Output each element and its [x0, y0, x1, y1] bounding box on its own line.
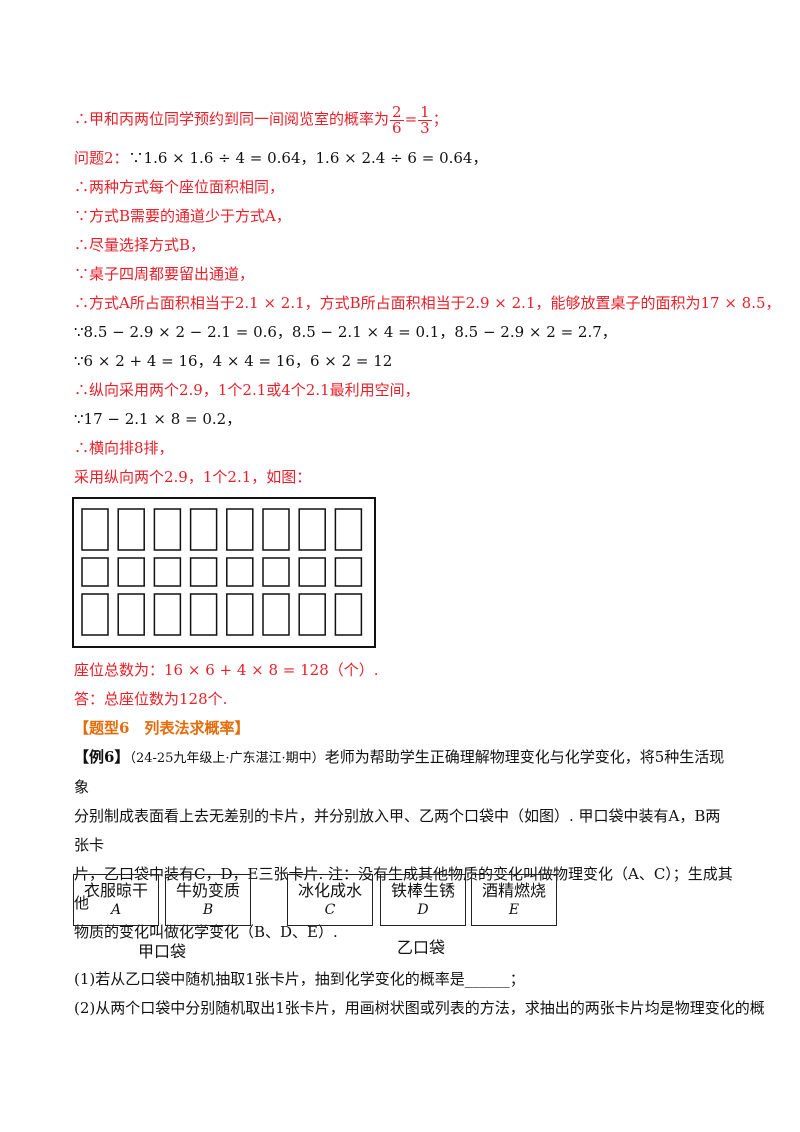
solution-line-5: ∴尽量选择方式B， [74, 236, 206, 254]
solution-line-12: ∴横向排8排， [74, 439, 174, 457]
seat-cell [153, 508, 182, 551]
bag-yi-caption: 乙口袋 [397, 938, 446, 957]
seat-cell [226, 557, 254, 587]
seat-cell [334, 593, 363, 636]
seat-layout-diagram [72, 497, 376, 648]
seat-cell [189, 557, 218, 587]
question-2-line: 问题2：∵1.6 × 1.6 ÷ 4 = 0.64，1.6 × 2.4 ÷ 6 … [74, 149, 488, 167]
solution-line-10: ∴纵向采用两个2.9，1个2.1或4个2.1最利用空间， [74, 381, 420, 399]
solution-line-9: ∵6 × 2 + 4 = 16，4 × 4 = 16，6 × 2 = 12 [74, 352, 393, 370]
probability-text: ∴甲和丙两位同学预约到同一间阅览室的概率为 [74, 110, 390, 128]
seat-cell [81, 593, 109, 636]
solution-line-3: ∴两种方式每个座位面积相同， [74, 178, 285, 196]
seat-cell [117, 557, 145, 587]
seat-cell [189, 508, 218, 551]
solution-line-8: ∵8.5 − 2.9 × 2 − 2.1 = 0.6，8.5 − 2.1 × 4… [74, 323, 617, 341]
seat-cell [81, 508, 109, 551]
solution-line-7: ∴方式A所占面积相当于2.1 × 2.1，方式B所占面积相当于2.9 × 2.1… [74, 294, 781, 312]
seat-cell [81, 557, 109, 587]
seat-cell [334, 508, 363, 551]
example-paragraph: 【例6】（24-25九年级上·广东湛江·期中）老师为帮助学生正确理解物理变化与化… [74, 743, 734, 947]
seat-cell [334, 557, 363, 587]
solution-line-6: ∵桌子四周都要留出通道， [74, 265, 255, 283]
seat-cell [262, 508, 290, 551]
seat-cell [226, 508, 254, 551]
seat-cell [262, 593, 290, 636]
seat-cell [298, 557, 326, 587]
bag-jia-caption: 甲口袋 [138, 942, 187, 961]
example-line-1: 【例6】（24-25九年级上·广东湛江·期中）老师为帮助学生正确理解物理变化与化… [74, 748, 725, 796]
room-outline [72, 497, 376, 648]
example-line-4: 物质的变化叫做化学变化（B、D、E）. [74, 923, 338, 941]
seat-cell [262, 557, 290, 587]
solution-line-4: ∵方式B需要的通道少于方式A， [74, 207, 291, 225]
answer-line: 答：总座位数为128个. [74, 690, 228, 708]
solution-line-13: 采用纵向两个2.9，1个2.1，如图： [74, 468, 312, 486]
seat-cell [298, 593, 326, 636]
seat-cell [298, 508, 326, 551]
question-1: (1)若从乙口袋中随机抽取1张卡片，抽到化学变化的概率是______； [74, 970, 525, 988]
seat-cell [117, 593, 145, 636]
solution-line-11: ∵17 − 2.1 × 8 = 0.2， [74, 410, 242, 428]
example-line-2: 分别制成表面看上去无差别的卡片，并分别放入甲、乙两个口袋中（如图）. 甲口袋中装… [74, 807, 721, 854]
seat-cell [226, 593, 254, 636]
question-2: (2)从两个口袋中分别随机取出1张卡片，用画树状图或列表的方法，求抽出的两张卡片… [74, 999, 765, 1017]
section-heading: 【题型6 列表法求概率】 [74, 719, 250, 737]
seat-cell [153, 593, 182, 636]
seat-cell [153, 557, 182, 587]
seat-total-line: 座位总数为：16 × 6 + 4 × 8 = 128（个）. [74, 661, 379, 679]
seat-cell [117, 508, 145, 551]
seat-cell [189, 593, 218, 636]
